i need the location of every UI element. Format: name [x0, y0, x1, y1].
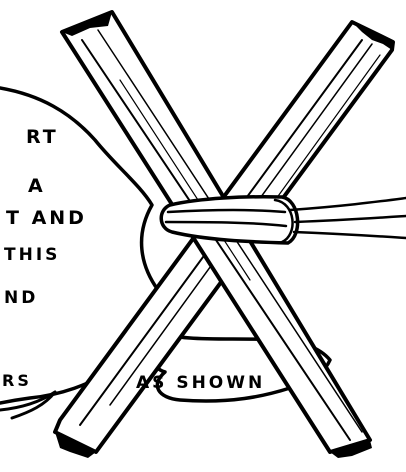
- caption-fragment-5: ND: [4, 288, 38, 308]
- caption-fragment-4: THIS: [4, 245, 60, 265]
- caption-fragment-7: AS SHOWN: [136, 373, 265, 393]
- caption-fragment-2: A: [28, 175, 46, 197]
- bubble-tail: [0, 392, 55, 418]
- lashing-rope: [161, 197, 406, 243]
- caption-fragment-6: RS: [2, 371, 32, 390]
- caption-fragment-3: T AND: [6, 207, 87, 229]
- caption-fragment-1: RT: [26, 126, 59, 148]
